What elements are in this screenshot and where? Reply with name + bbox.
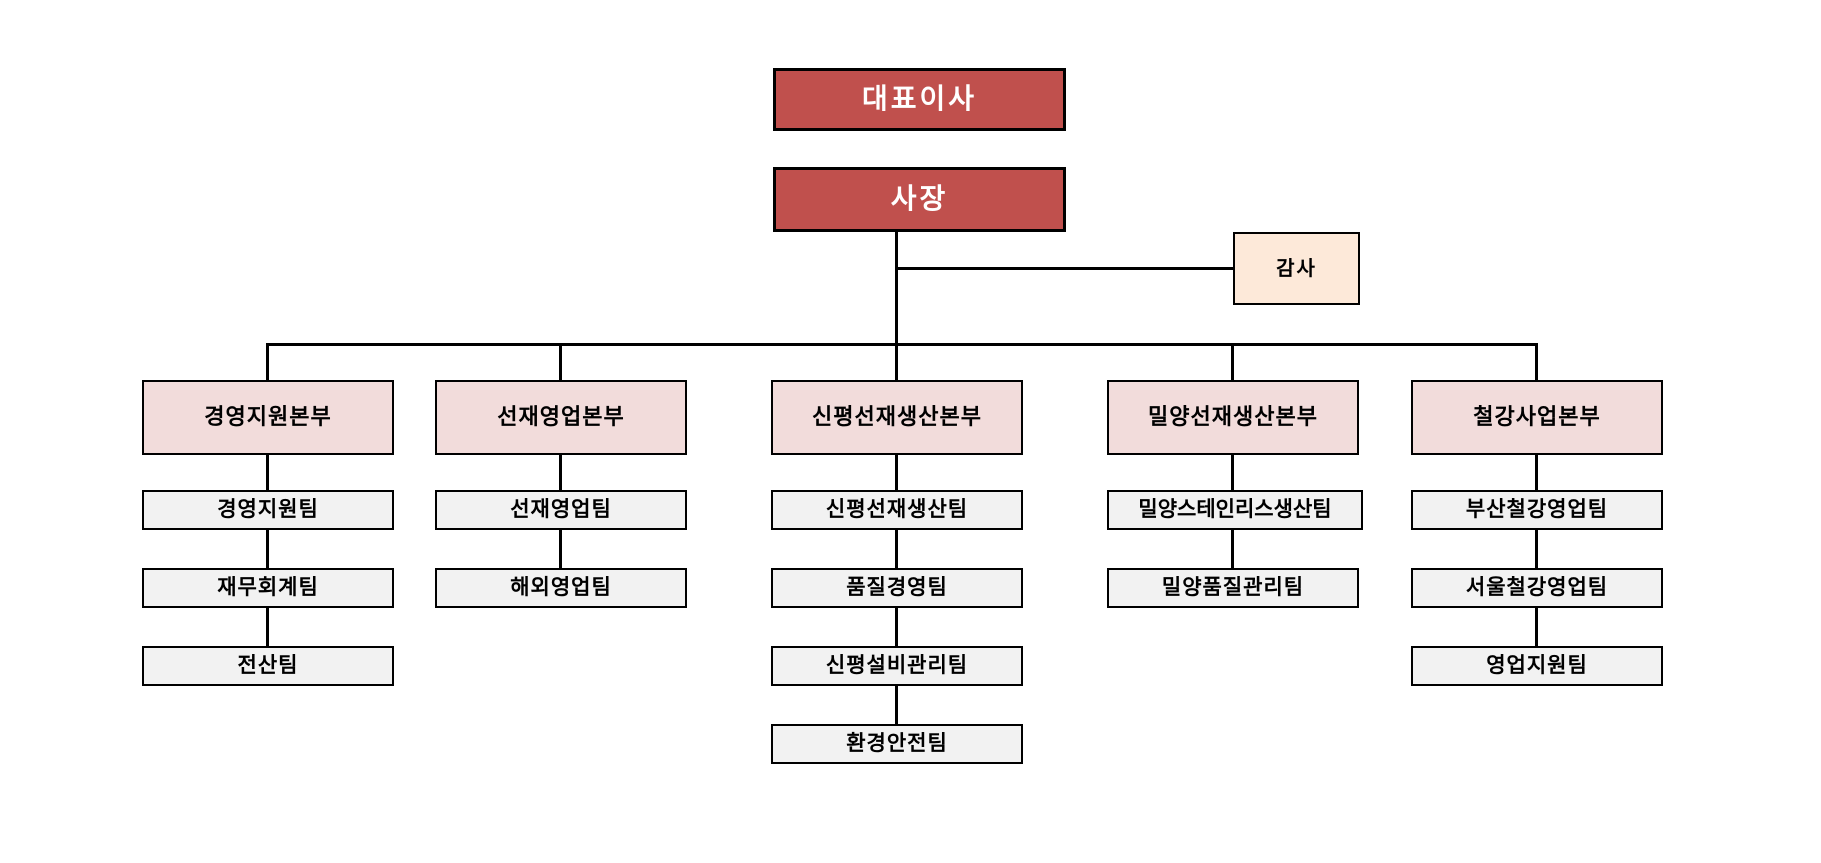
connector-col3-d <box>895 686 898 724</box>
team-box: 경영지원팀 <box>142 490 394 530</box>
team-box: 재무회계팀 <box>142 568 394 608</box>
connector-distribution-bar <box>266 343 1537 346</box>
connector-col1-c <box>266 608 269 646</box>
team-box: 밀양품질관리팀 <box>1107 568 1359 608</box>
team-box: 품질경영팀 <box>771 568 1023 608</box>
team-box: 영업지원팀 <box>1411 646 1663 686</box>
team-box: 해외영업팀 <box>435 568 687 608</box>
connector-col5-b <box>1535 530 1538 568</box>
connector-col5-a <box>1535 455 1538 490</box>
connector-stub-division-4 <box>1231 343 1234 380</box>
connector-stub-division-1 <box>266 343 269 380</box>
node-president: 사장 <box>773 167 1066 232</box>
connector-col3-c <box>895 608 898 646</box>
team-box: 신평선재생산팀 <box>771 490 1023 530</box>
node-ceo: 대표이사 <box>773 68 1066 131</box>
connector-col3-b <box>895 530 898 568</box>
team-box: 서울철강영업팀 <box>1411 568 1663 608</box>
division-box: 철강사업본부 <box>1411 380 1663 455</box>
division-box: 선재영업본부 <box>435 380 687 455</box>
connector-col3-a <box>895 455 898 490</box>
team-box: 선재영업팀 <box>435 490 687 530</box>
node-auditor: 감사 <box>1233 232 1360 305</box>
team-box: 환경안전팀 <box>771 724 1023 764</box>
connector-col4-a <box>1231 455 1234 490</box>
connector-col5-c <box>1535 608 1538 646</box>
connector-col2-a <box>559 455 562 490</box>
team-box: 밀양스테인리스생산팀 <box>1107 490 1363 530</box>
division-box: 신평선재생산본부 <box>771 380 1023 455</box>
connector-col2-b <box>559 530 562 568</box>
connector-col1-b <box>266 530 269 568</box>
connector-audit-branch <box>897 267 1233 270</box>
team-box: 부산철강영업팀 <box>1411 490 1663 530</box>
connector-col4-b <box>1231 530 1234 568</box>
connector-stub-division-2 <box>559 343 562 380</box>
division-box: 경영지원본부 <box>142 380 394 455</box>
team-box: 신평설비관리팀 <box>771 646 1023 686</box>
connector-stub-division-5 <box>1535 343 1538 380</box>
connector-stub-division-3 <box>895 343 898 380</box>
connector-col1-a <box>266 455 269 490</box>
division-box: 밀양선재생산본부 <box>1107 380 1359 455</box>
connector-president-trunk <box>895 232 898 345</box>
team-box: 전산팀 <box>142 646 394 686</box>
